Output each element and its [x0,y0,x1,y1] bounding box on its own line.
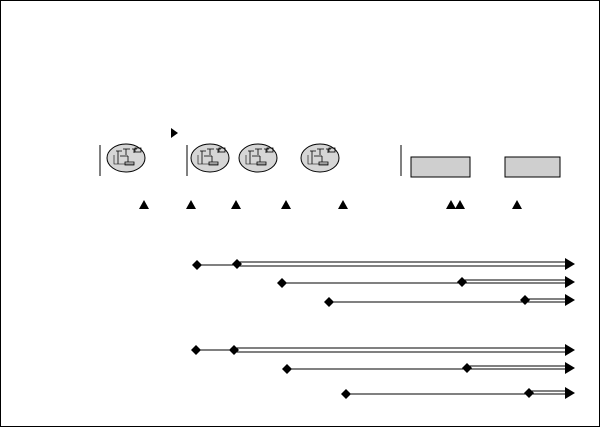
timeline-group-1 [192,258,575,307]
triangle-marker [446,200,456,209]
machine-icon [300,143,340,173]
machine-icon [190,143,230,173]
grey-box [410,156,471,178]
triangle-marker [281,200,291,209]
triangle-marker [512,200,522,209]
triangle-marker [186,200,196,209]
triangle-marker [455,200,465,209]
timeline-group-2 [191,344,575,399]
triangle-marker [338,200,348,209]
triangle-marker [231,200,241,209]
machine-icon [238,143,278,173]
triangle-marker [139,200,149,209]
grey-box [504,156,561,178]
pointer-icon [171,128,178,138]
machine-icon [106,143,146,173]
